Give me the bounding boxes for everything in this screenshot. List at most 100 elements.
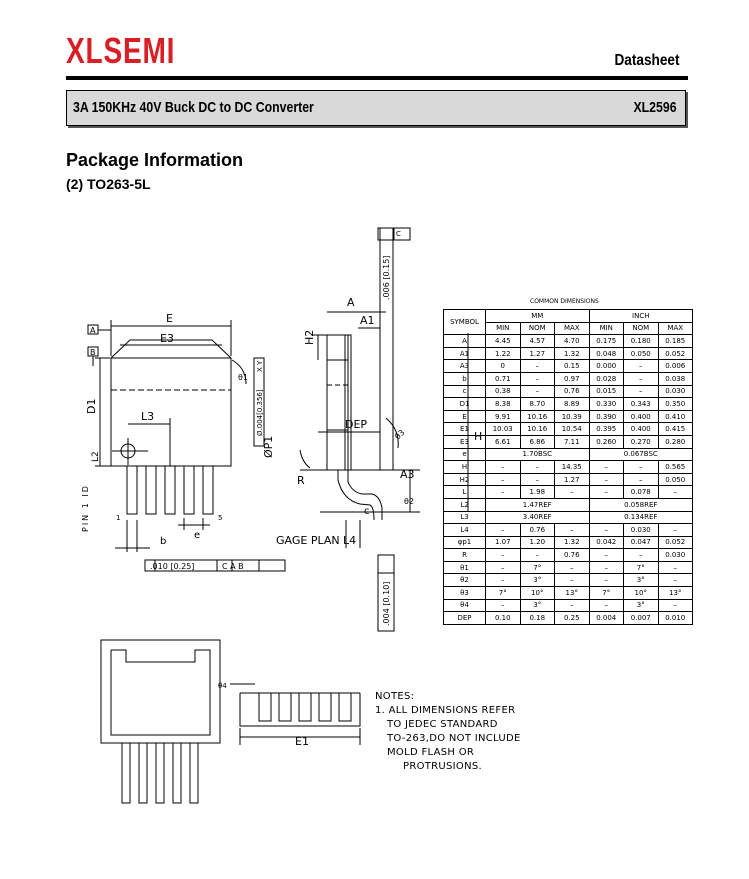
- row-value: –: [554, 560, 590, 575]
- row-value: –: [657, 598, 693, 613]
- row-value: –: [623, 548, 659, 562]
- row-value: 1.32: [554, 346, 590, 361]
- row-value: 6.61: [485, 434, 521, 449]
- row-span-value: 0.067BSC: [588, 447, 693, 462]
- row-symbol: E3: [443, 434, 486, 449]
- title-banner: 3A 150KHz 40V Buck DC to DC Converter XL…: [66, 90, 686, 126]
- row-value: 4.70: [554, 334, 590, 348]
- row-value: 0.15: [554, 359, 590, 373]
- row-value: –: [485, 460, 521, 474]
- row-value: 0.400: [623, 409, 659, 424]
- row-symbol: φp1: [443, 535, 486, 550]
- row-span-value: 0.134REF: [588, 510, 693, 525]
- row-value: 10°: [623, 586, 659, 600]
- row-value: 0.004: [588, 611, 624, 625]
- row-value: 0.410: [657, 409, 693, 424]
- row-value: –: [485, 560, 521, 575]
- notes-line: PROTRUSIONS.: [403, 761, 483, 772]
- row-value: –: [519, 371, 555, 386]
- notes-line: MOLD FLASH OR: [387, 747, 475, 758]
- row-value: –: [554, 598, 590, 613]
- row-value: 8.38: [485, 397, 521, 411]
- row-value: 0.052: [657, 346, 693, 361]
- label-theta1: θ1: [238, 373, 248, 382]
- row-symbol: E: [443, 409, 486, 424]
- col-header: MAX: [657, 321, 693, 336]
- row-value: 0.270: [623, 434, 659, 449]
- row-value: 0.048: [588, 346, 624, 361]
- row-value: 0.71: [485, 371, 521, 386]
- row-symbol: E1: [443, 422, 486, 436]
- row-value: –: [519, 548, 555, 562]
- row-value: –: [554, 573, 590, 588]
- row-value: –: [588, 598, 624, 613]
- row-symbol: H: [443, 460, 486, 474]
- row-symbol: θ3: [443, 586, 486, 600]
- row-value: 0.000: [588, 359, 624, 373]
- end-view: [230, 683, 361, 745]
- row-value: 1.32: [554, 535, 590, 550]
- row-value: 0.38: [485, 384, 521, 399]
- part-number: XL2596: [633, 99, 677, 116]
- tol-bottom: .004 [0.10]: [382, 582, 391, 626]
- table-row: H2––1.27––0.050: [443, 472, 693, 487]
- row-value: 0.395: [588, 422, 624, 436]
- row-value: 0.030: [657, 384, 693, 399]
- company-logo: XLSEMI: [66, 30, 176, 71]
- row-value: 0.76: [519, 523, 555, 537]
- label-E1: E1: [295, 735, 309, 748]
- row-value: 0.030: [657, 548, 693, 562]
- row-value: –: [588, 560, 624, 575]
- row-symbol: L2: [443, 497, 486, 512]
- row-value: 10.16: [519, 422, 555, 436]
- row-value: 0.038: [657, 371, 693, 386]
- label-phiP1: ØP1: [262, 436, 275, 458]
- row-value: 0.015: [588, 384, 624, 399]
- row-value: –: [657, 523, 693, 537]
- row-symbol: DEP: [443, 611, 486, 625]
- label-A3: A3: [400, 468, 415, 481]
- row-value: 10.16: [519, 409, 555, 424]
- row-value: –: [519, 460, 555, 474]
- row-value: 0.180: [623, 334, 659, 348]
- col-header: NOM: [519, 321, 555, 336]
- datum-b: B: [90, 348, 96, 357]
- label-L4: L4: [343, 534, 356, 547]
- row-value: 9.91: [485, 409, 521, 424]
- top-view: [87, 320, 286, 572]
- row-value: 13°: [657, 586, 693, 600]
- row-symbol: b: [443, 371, 486, 386]
- section-title: Package Information: [66, 150, 244, 170]
- row-value: –: [588, 460, 624, 474]
- table-row: H––14.35––0.565: [443, 460, 693, 474]
- table-row: θ2–3°––3°–: [443, 573, 693, 588]
- row-value: 0.050: [657, 472, 693, 487]
- row-value: 0.25: [554, 611, 590, 625]
- unit-mm-header: MM: [485, 309, 590, 323]
- row-symbol: L4: [443, 523, 486, 537]
- tol-phi-ref: X Y: [256, 360, 264, 372]
- row-symbol: D1: [443, 397, 486, 411]
- row-value: –: [588, 573, 624, 588]
- row-symbol: e: [443, 447, 486, 462]
- col-header: NOM: [623, 321, 659, 336]
- row-value: 13°: [554, 586, 590, 600]
- table-row: R––0.76––0.030: [443, 548, 693, 562]
- table-row: L4–0.76––0.030–: [443, 523, 693, 537]
- fcf-b-refs: C A B: [222, 562, 244, 571]
- section-subtitle: (2) TO263-5L: [66, 176, 151, 192]
- symbol-header: SYMBOL: [443, 308, 486, 336]
- row-value: 0: [485, 359, 521, 373]
- table-row: θ4–3°––3°–: [443, 598, 693, 613]
- row-value: –: [623, 371, 659, 386]
- row-value: 0.010: [657, 611, 693, 625]
